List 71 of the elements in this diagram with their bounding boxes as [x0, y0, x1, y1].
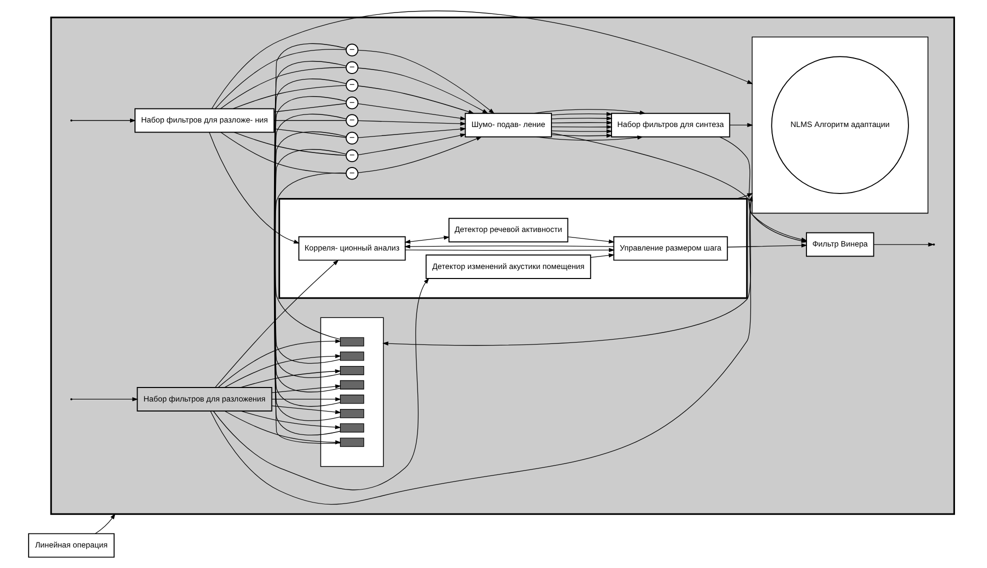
arrow — [534, 109, 646, 115]
arrow — [271, 384, 341, 394]
arrow — [550, 129, 612, 134]
arrow — [550, 112, 612, 116]
cluster — [278, 198, 748, 299]
connector — [273, 128, 346, 138]
connector — [220, 67, 346, 110]
node-circle: − — [345, 132, 358, 144]
node-circle: − — [345, 96, 358, 110]
arrow — [735, 193, 753, 200]
node-bar — [339, 394, 364, 404]
arrow — [404, 244, 614, 249]
arrow — [382, 196, 752, 346]
arrow — [566, 236, 614, 244]
arrow — [404, 248, 614, 252]
arrow — [404, 236, 450, 244]
arrow — [357, 103, 466, 120]
arrow — [240, 410, 341, 430]
connector — [233, 132, 346, 156]
node-circle: − — [345, 78, 358, 92]
connector — [274, 172, 346, 340]
arrow — [210, 10, 753, 110]
arrow — [550, 134, 612, 138]
node-bar — [339, 438, 364, 447]
cluster — [50, 16, 954, 515]
node-bar — [339, 366, 364, 376]
node-bar — [339, 423, 364, 433]
arrow — [357, 120, 466, 126]
arrow — [71, 397, 138, 402]
node-circle: − — [345, 114, 358, 127]
arrow — [550, 124, 612, 130]
node-bar — [339, 352, 364, 361]
arrow — [357, 86, 474, 114]
arrow — [224, 354, 341, 388]
arrow — [550, 116, 612, 120]
connector — [273, 103, 346, 112]
node-bar — [339, 380, 364, 390]
arrow — [357, 50, 494, 114]
arrow — [536, 136, 643, 141]
node-bar — [339, 337, 364, 346]
arrow — [550, 120, 612, 125]
connector — [214, 49, 346, 109]
arrow — [71, 118, 136, 123]
arrow — [357, 133, 466, 156]
connector — [220, 132, 346, 174]
node-circle: − — [345, 61, 358, 74]
node-circle: − — [345, 44, 358, 56]
arrow — [214, 260, 338, 388]
arrow — [873, 242, 934, 247]
arrow — [590, 253, 614, 258]
arrow — [212, 278, 429, 490]
node-circle: − — [345, 167, 358, 180]
arrow — [271, 397, 341, 402]
arrow — [210, 195, 752, 505]
arrow — [240, 369, 341, 388]
arrow — [357, 68, 488, 114]
arrow — [726, 243, 807, 248]
arrow — [217, 339, 341, 388]
arrow — [728, 123, 753, 128]
arrow — [271, 405, 341, 414]
arrow — [94, 513, 115, 534]
arrow — [208, 132, 300, 244]
connector — [232, 85, 346, 110]
arrow — [357, 136, 482, 174]
arrow — [357, 127, 466, 138]
arrow — [224, 410, 341, 444]
node-circle: − — [345, 149, 358, 162]
connector — [273, 120, 346, 121]
cluster — [320, 317, 384, 467]
cluster — [751, 36, 928, 214]
node-bar — [339, 409, 364, 418]
